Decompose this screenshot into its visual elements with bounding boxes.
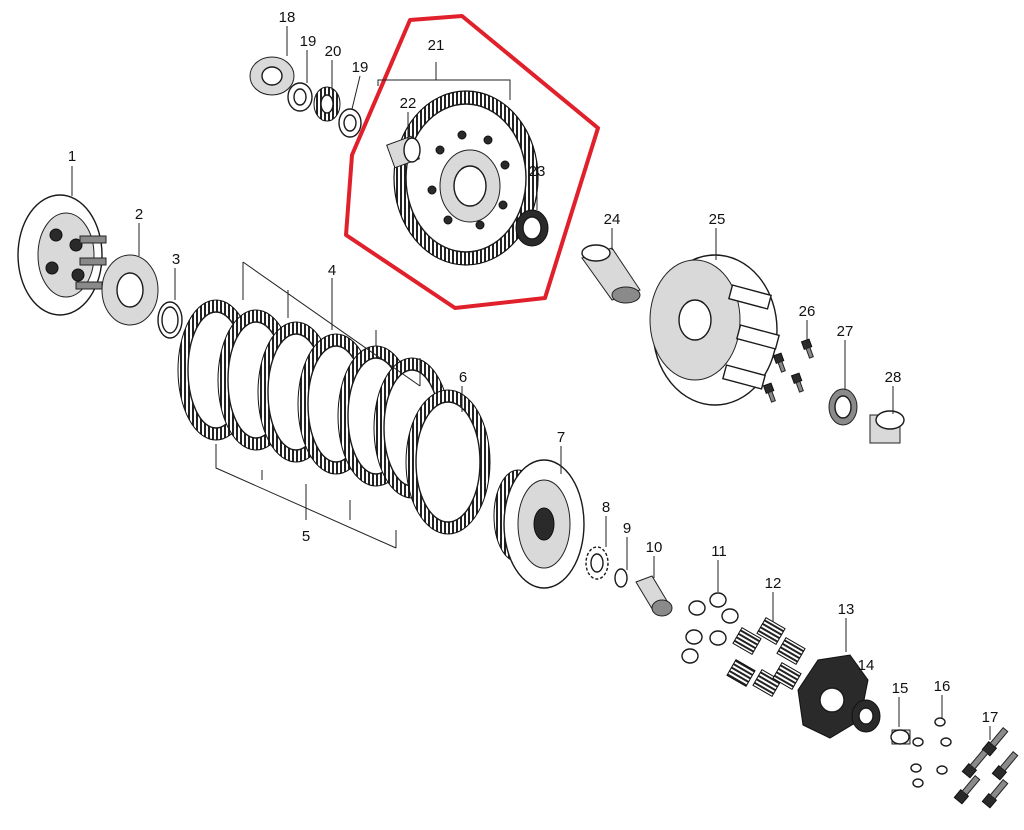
part-22-bushing [386,135,421,169]
label-2: 2 [135,206,143,223]
part-21-primary-driven-gear [393,90,539,266]
label-7: 7 [557,429,565,446]
label-22: 22 [400,95,417,112]
label-20: 20 [325,43,342,60]
label-27: 27 [837,323,854,340]
callout-labels: 1 2 3 4 5 6 7 8 9 10 11 12 13 14 15 16 1… [68,9,999,726]
part-9-washer [614,568,628,588]
part-6-friction-plate [405,389,491,535]
highlight-outline [344,14,600,310]
label-1: 1 [68,148,76,165]
part-10-collar [635,575,673,617]
label-23: 23 [529,163,546,180]
label-16: 16 [934,678,951,695]
label-25: 25 [709,211,726,228]
part-20-needle-bearing [313,86,341,122]
leader-lines [71,26,991,740]
part-19-washer-b [338,108,362,138]
part-13-spring-plate [797,654,869,739]
part-14-bearing [851,699,881,733]
label-12: 12 [765,575,782,592]
label-6: 6 [459,369,467,386]
part-17-bolts [953,726,1019,809]
label-28: 28 [885,369,902,386]
label-24: 24 [604,211,621,228]
part-1-pressure-plate [17,194,107,316]
part-28-needle-bushing [869,410,905,444]
label-9: 9 [623,520,631,537]
label-15: 15 [892,680,909,697]
part-4-5-clutch-plates [177,299,451,499]
label-19-right: 19 [352,59,369,76]
label-4: 4 [328,262,336,279]
label-17: 17 [982,709,999,726]
label-10: 10 [646,539,663,556]
part-8-lock-washer [585,546,609,580]
part-27-thrust-washer [828,388,858,426]
label-14: 14 [858,657,875,674]
part-25-clutch-outer [649,254,780,406]
label-13: 13 [838,601,855,618]
label-3: 3 [172,251,180,268]
label-11: 11 [711,543,727,560]
part-18-lock-nut [249,56,295,96]
part-23-bearing [515,209,549,247]
part-26-bolts [762,338,814,403]
part-24-spline-collar [581,244,641,304]
part-16-washers [910,717,952,788]
label-18: 18 [279,9,296,26]
part-11-washers [681,592,739,664]
part-15-push-piece [890,729,911,745]
part-19-washer-a [287,82,313,112]
part-7-clutch-center [493,459,585,589]
label-5: 5 [302,528,310,545]
part-12-clutch-springs [726,617,806,697]
label-26: 26 [799,303,816,320]
label-8: 8 [602,499,610,516]
part-2-lifter-plate [101,254,159,326]
label-21: 21 [428,37,445,54]
part-3-spring-washer [157,301,183,339]
label-19-left: 19 [300,33,317,50]
